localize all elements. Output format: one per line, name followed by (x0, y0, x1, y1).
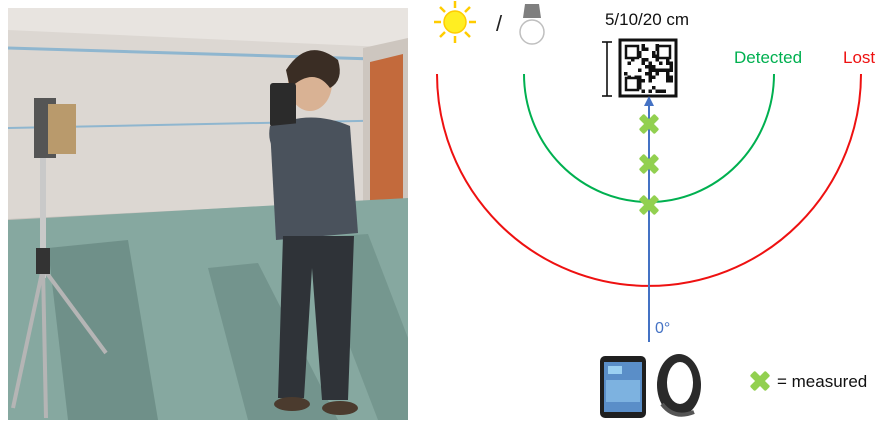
qr-cell (666, 61, 670, 65)
separator: / (496, 11, 503, 36)
qr-cell (662, 89, 666, 93)
qr-cell (666, 79, 670, 83)
qr-cell (666, 68, 670, 72)
qr-cell (641, 44, 645, 48)
size-label: 5/10/20 cm (605, 10, 689, 29)
cross-marker-icon (639, 154, 659, 174)
door (370, 54, 403, 208)
qr-cell (648, 65, 652, 69)
setup-diagram: / 5/10/20 cm Detected Lost (412, 0, 880, 426)
qr-cell (648, 75, 652, 79)
qr-cell (659, 68, 663, 72)
qr-cell (662, 68, 666, 72)
qr-cell (669, 61, 673, 65)
qr-cell (645, 72, 649, 76)
angle-label: 0° (655, 320, 670, 337)
qr-cell (645, 58, 649, 62)
tablet-icon (600, 356, 646, 418)
floor-shadow (208, 263, 338, 420)
sun-icon (434, 1, 476, 43)
qr-cell (641, 89, 645, 93)
qr-cell (645, 65, 649, 69)
qr-cell (627, 61, 631, 65)
qr-cell (638, 68, 642, 72)
qr-cell (638, 86, 642, 90)
photo-drawing (8, 8, 408, 420)
qr-cell (648, 68, 652, 72)
cross-marker-icon (750, 371, 770, 391)
wall-rail-upper (8, 46, 408, 62)
qr-cell (655, 68, 659, 72)
ceiling (8, 8, 408, 48)
cross-marker-icon (639, 195, 659, 215)
headset-icon (657, 354, 701, 417)
tablet-in-hand (270, 83, 296, 127)
qr-cell (655, 72, 659, 76)
qr-cell (638, 82, 642, 86)
qr-cell (645, 47, 649, 51)
qr-cell (641, 58, 645, 62)
qr-cell (669, 79, 673, 83)
lost-label: Lost (843, 48, 875, 67)
tripod (11, 98, 108, 419)
qr-cell (655, 89, 659, 93)
qr-cell (666, 72, 670, 76)
qr-cell (652, 54, 656, 58)
qr-cell (669, 68, 673, 72)
qr-cell (659, 89, 663, 93)
qr-cell (669, 75, 673, 79)
qr-cell (638, 75, 642, 79)
diagram-svg: / 5/10/20 cm Detected Lost (434, 1, 875, 418)
qr-cell (641, 47, 645, 51)
qr-cell (666, 75, 670, 79)
legend-text: = measured (777, 372, 867, 391)
qr-cell (631, 58, 635, 62)
experiment-photo (8, 8, 408, 420)
person (269, 50, 358, 415)
qr-code-icon (618, 38, 678, 98)
qr-cell (652, 86, 656, 90)
axis-arrowhead (644, 96, 654, 106)
qr-cell (659, 61, 663, 65)
qr-cell (638, 51, 642, 55)
qr-cell (641, 79, 645, 83)
qr-cell (655, 58, 659, 62)
qr-cell (652, 65, 656, 69)
cross-marker-icon (639, 114, 659, 134)
light-bulb-icon (519, 4, 545, 45)
size-bracket (602, 41, 612, 97)
qr-cell (648, 72, 652, 76)
qr-cell (648, 79, 652, 83)
qr-cell (641, 61, 645, 65)
qr-cell (652, 75, 656, 79)
qr-cell (652, 51, 656, 55)
floor-shadow (48, 240, 158, 420)
qr-cell (638, 54, 642, 58)
qr-cell (666, 58, 670, 62)
qr-cell (669, 65, 673, 69)
qr-cell (624, 72, 628, 76)
qr-cell (648, 61, 652, 65)
qr-cell (638, 79, 642, 83)
qr-cell (652, 68, 656, 72)
qr-cell (648, 89, 652, 93)
detected-label: Detected (734, 48, 802, 67)
